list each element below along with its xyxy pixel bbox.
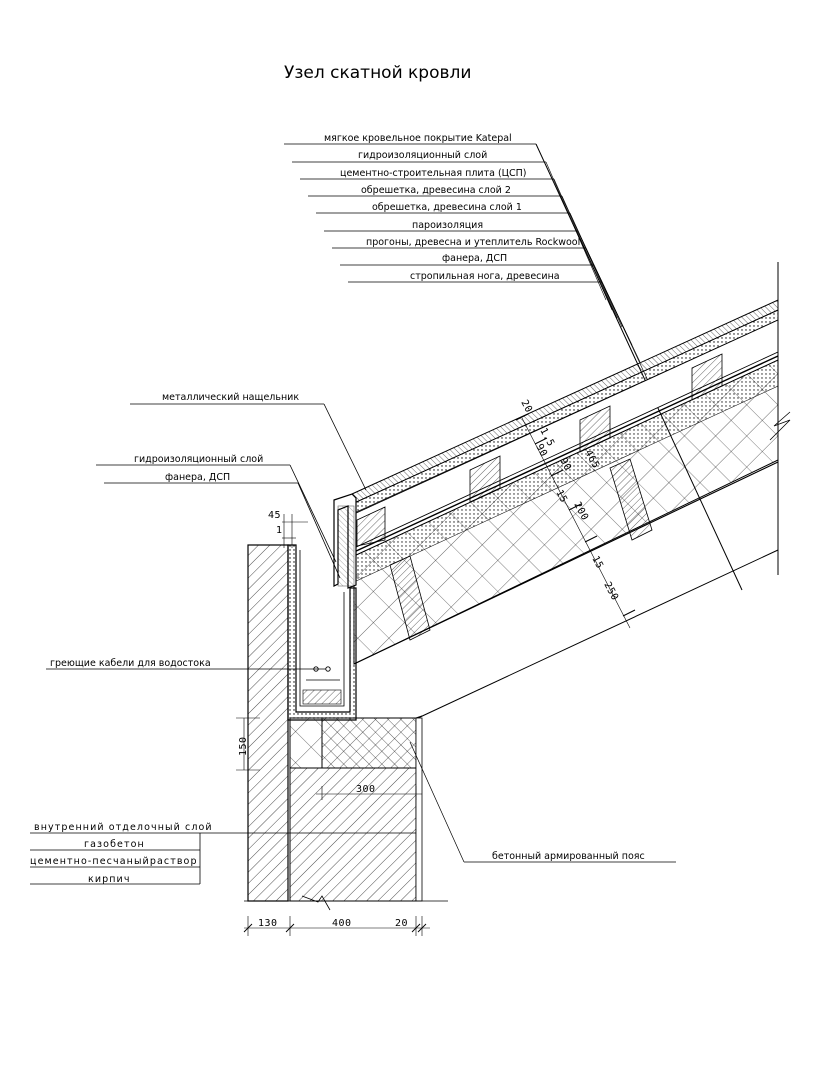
label-gutter-plywood: фанера, ДСП [165, 472, 230, 483]
label-plywood: фанера, ДСП [442, 253, 507, 264]
flashing-and-gutter: металлический нащельник гидроизоляционны… [46, 392, 367, 721]
wall-assembly: бетонный армированный пояс 150 300 внутр… [30, 544, 676, 936]
label-battens-2: обрешетка, древесина слой 2 [361, 185, 511, 196]
drawing-title: Узел скатной кровли [284, 63, 471, 83]
dim-beam-height: 150 [238, 736, 249, 756]
label-heating-cables: греющие кабели для водостока [50, 658, 211, 669]
dim-roof-90a: 90 [533, 442, 549, 459]
dim-roof-15a: 15 [553, 488, 569, 505]
dim-bottom-130: 130 [258, 918, 278, 929]
label-katepal: мягкое кровельное покрытие Katepal [324, 133, 512, 144]
label-rafter: стропильная нога, древесина [410, 271, 560, 282]
concrete-ring-beam [321, 717, 417, 769]
label-metal-flashing: металлический нащельник [162, 392, 299, 403]
dim-bottom-20: 20 [395, 918, 408, 929]
label-brick: кирпич [88, 874, 131, 885]
label-battens-1: обрешетка, древесина слой 1 [372, 202, 522, 213]
label-gutter-waterproofing: гидроизоляционный слой [134, 454, 263, 465]
label-interior-finish: внутренний отделочный слой [34, 822, 213, 833]
dim-roof-20: 20 [518, 398, 534, 415]
label-waterproofing: гидроизоляционный слой [358, 150, 487, 161]
label-vapor-barrier: пароизоляция [412, 220, 483, 231]
roof-layer-leaders [284, 143, 743, 591]
dim-beam-width: 300 [356, 784, 376, 795]
label-cement-mortar: цементно-песчаныйраствор [30, 856, 198, 867]
dim-top-45: 45 [268, 510, 281, 521]
roof-layer-labels: мягкое кровельное покрытие Katepal гидро… [324, 133, 580, 282]
label-ring-beam: бетонный армированный пояс [492, 851, 645, 862]
dim-roof-15b: 15 [589, 554, 605, 571]
roof-assembly [351, 262, 791, 719]
dim-bottom-400: 400 [332, 918, 352, 929]
dim-roof-250: 250 [601, 580, 620, 602]
label-csp-board: цементно-строительная плита (ЦСП) [340, 168, 527, 179]
dim-top-1: 1 [276, 525, 283, 536]
dim-roof-90b: 90 [557, 456, 573, 473]
label-aerated-concrete: газобетон [84, 839, 145, 850]
heating-cable-2 [325, 666, 331, 672]
label-purlins-insulation: прогоны, древесна и утеплитель Rockwool [366, 237, 580, 248]
